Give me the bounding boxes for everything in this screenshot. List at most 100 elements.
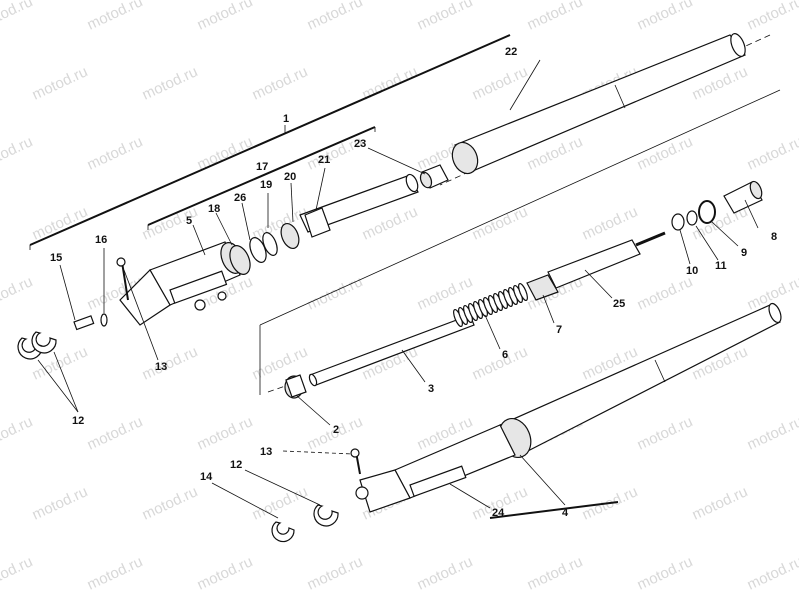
watermark-text: motod.ru <box>525 0 586 34</box>
watermark-text: motod.ru <box>0 0 35 34</box>
watermark-text: motod.ru <box>30 483 91 523</box>
callout-9: 9 <box>741 247 747 259</box>
watermark-text: motod.ru <box>85 133 146 173</box>
watermark-text: motod.ru <box>195 413 256 453</box>
clip-12-lower <box>313 504 339 527</box>
clip-14 <box>271 521 295 543</box>
callout-25: 25 <box>613 298 625 310</box>
bolt-13-upper <box>116 257 129 301</box>
callout-6: 6 <box>502 349 508 361</box>
bushing-23 <box>419 164 449 189</box>
watermark-text: motod.ru <box>635 0 696 34</box>
watermark-text: motod.ru <box>745 553 799 593</box>
callout-22: 22 <box>505 46 517 58</box>
seal-stack <box>229 207 331 275</box>
watermark-text: motod.ru <box>250 483 311 523</box>
callout-14: 14 <box>200 471 213 483</box>
spring-coil <box>518 282 528 302</box>
cap-nut-8 <box>723 180 763 214</box>
callout-21: 21 <box>318 154 330 166</box>
watermark-text: motod.ru <box>305 0 366 34</box>
leader-lines <box>37 59 759 519</box>
rod-collar-7 <box>526 274 559 301</box>
callout-24: 24 <box>492 507 505 519</box>
callout-7: 7 <box>556 324 562 336</box>
callout-12-upper: 12 <box>72 415 84 427</box>
callout-3: 3 <box>428 383 434 395</box>
watermark-text: motod.ru <box>635 553 696 593</box>
watermark-text: motod.ru <box>85 413 146 453</box>
watermark-text: motod.ru <box>0 273 35 313</box>
bushing-2 <box>284 374 307 399</box>
watermark-text: motod.ru <box>745 133 799 173</box>
damper-rod-3 <box>308 314 475 387</box>
screw-15 <box>73 315 95 331</box>
callout-13-lower: 13 <box>260 446 272 458</box>
fork-leg-4 <box>498 302 782 458</box>
watermark-text: motod.ru <box>415 0 476 34</box>
watermark-text: motod.ru <box>30 63 91 103</box>
watermark-text: motod.ru <box>85 0 146 34</box>
callout-8: 8 <box>771 231 777 243</box>
watermark-text: motod.ru <box>745 413 799 453</box>
washer-10 <box>671 213 685 231</box>
watermark-text: motod.ru <box>0 553 35 593</box>
group-bracket-1 <box>29 34 511 250</box>
watermark-text: motod.ru <box>470 203 531 243</box>
watermark-text: motod.ru <box>415 553 476 593</box>
callout-11: 11 <box>715 260 727 272</box>
callout-23: 23 <box>354 138 366 150</box>
group-bracket-17 <box>147 126 376 230</box>
watermark-text: motod.ru <box>305 553 366 593</box>
watermark-text: motod.ru <box>525 553 586 593</box>
watermark-text: motod.ru <box>195 0 256 34</box>
watermark-text: motod.ru <box>470 63 531 103</box>
callout-20: 20 <box>284 171 296 183</box>
fork-tube-22 <box>451 33 746 175</box>
o-ring-9 <box>698 200 716 224</box>
watermark-text: motod.ru <box>745 0 799 34</box>
washer-16 <box>100 313 108 327</box>
watermark-text: motod.ru <box>140 343 201 383</box>
watermark-text: motod.ru <box>195 553 256 593</box>
watermark-text: motod.ru <box>85 553 146 593</box>
inner-tube-upper <box>299 173 419 233</box>
watermark-text: motod.ru <box>635 413 696 453</box>
callout-2: 2 <box>333 424 339 436</box>
callout-18: 18 <box>208 203 220 215</box>
group-bracket-4 <box>489 501 619 519</box>
callout-5: 5 <box>186 215 192 227</box>
watermark-text: motod.ru <box>250 63 311 103</box>
watermark-text: motod.ru <box>250 203 311 243</box>
cartridge-25 <box>547 231 666 289</box>
watermark-text: motod.ru <box>140 483 201 523</box>
watermark-text: motod.ru <box>470 343 531 383</box>
callout-13-upper: 13 <box>155 361 167 373</box>
watermark-text: motod.ru <box>580 203 641 243</box>
callout-15: 15 <box>50 252 62 264</box>
watermark-text: motod.ru <box>635 273 696 313</box>
callout-labels: 1 2 3 4 5 6 7 8 9 10 11 12 12 13 13 14 1… <box>50 46 777 519</box>
callout-4: 4 <box>562 507 569 519</box>
callout-16: 16 <box>95 234 107 246</box>
callout-1: 1 <box>283 113 289 125</box>
watermark-text: motod.ru <box>0 133 35 173</box>
watermark-text: motod.ru <box>635 133 696 173</box>
watermark-text: motod.ru <box>195 133 256 173</box>
watermark-text: motod.ru <box>140 63 201 103</box>
callout-12-lower: 12 <box>230 459 242 471</box>
bolt-13-lower <box>350 448 361 475</box>
ring-11 <box>686 210 698 226</box>
slider-lower <box>355 424 516 513</box>
clips-12-upper <box>17 331 57 360</box>
callout-19: 19 <box>260 179 272 191</box>
callout-10: 10 <box>686 265 698 277</box>
callout-26: 26 <box>234 192 246 204</box>
watermark-text: motod.ru <box>690 483 751 523</box>
axle-clamp-upper <box>119 269 228 326</box>
callout-17: 17 <box>256 161 268 173</box>
watermark-text: motod.ru <box>305 273 366 313</box>
